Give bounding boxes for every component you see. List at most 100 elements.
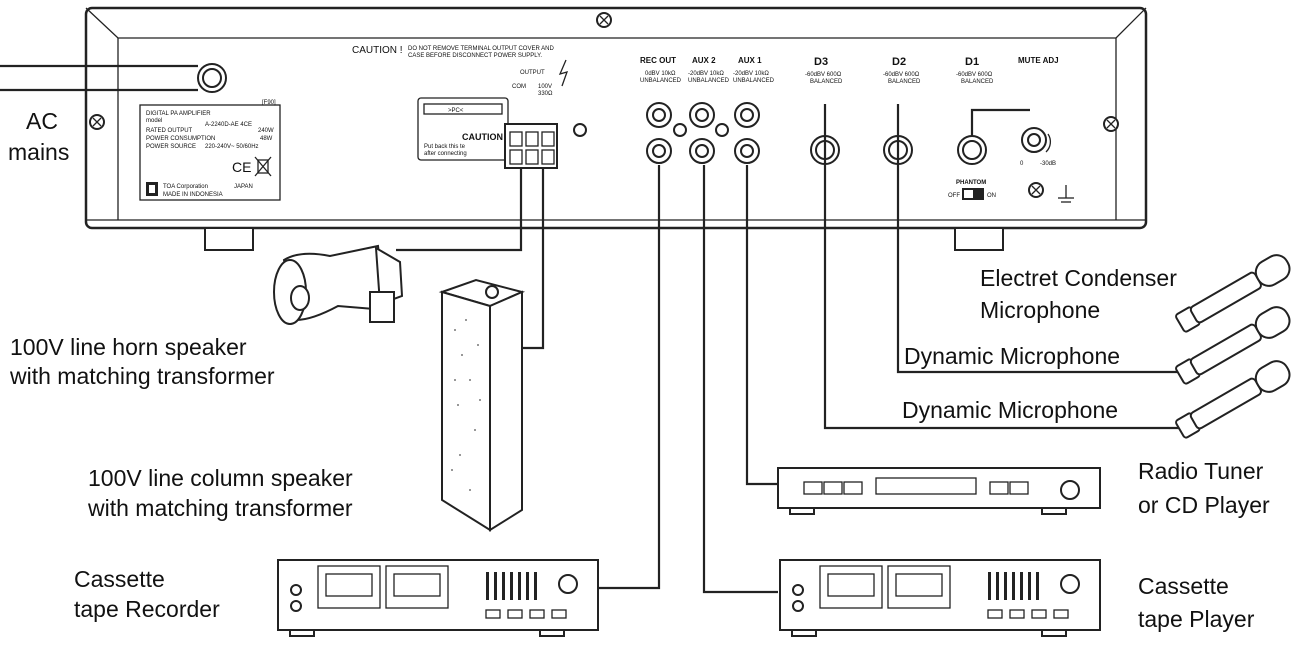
recorder-label-2: tape Recorder [74,596,220,622]
ac-power-cable [0,63,227,93]
screw-icon [673,123,687,137]
nameplate-source: 220-240V~ 50/60Hz [205,144,259,150]
d1-spec: -60dBV 600Ω [956,72,993,78]
connection-cables [396,104,1180,594]
d1-label: D1 [965,56,979,68]
dynamic-microphone-icon [1175,360,1291,439]
nameplate-code: [F90] [262,100,276,106]
horn-speaker-icon [273,244,404,325]
terminal-cover-note-2: after connecting [424,151,467,157]
dynamic-label-1: Dynamic Microphone [904,343,1120,369]
nameplate-country: JAPAN [234,184,253,190]
aux2-label: AUX 2 [692,56,716,65]
screw-icon [1028,182,1044,198]
column-speaker-icon [438,278,526,532]
nameplate-consumption: 48W [260,136,273,142]
amp-foot-left [204,227,254,251]
nameplate-maker: TOA Corporation [163,184,208,190]
ac-mains-label-1: AC [26,108,58,134]
player-label-2: tape Player [1138,606,1255,632]
aux1-spec2: UNBALANCED [733,78,775,84]
output-label: OUTPUT [520,70,545,76]
d3-spec2: BALANCED [810,79,843,85]
aux1-jack-l[interactable] [734,102,760,128]
column-label-2: with matching transformer [87,495,353,521]
recorder-label-1: Cassette [74,566,165,592]
output-100v-label: 100V [538,84,552,90]
terminal-cover-caution: CAUTION [462,132,503,142]
output-com-label: COM [512,84,526,90]
terminal-cover-pc: >PC< [448,108,464,114]
terminal-cover-note-1: Put back this te [424,144,466,150]
aux1-spec: -20dBV 10kΩ [733,71,769,77]
screw-icon [89,114,105,130]
aux2-jack-l[interactable] [689,102,715,128]
nameplate-consumption-label: POWER CONSUMPTION [146,136,215,142]
electret-label-1: Electret Condenser [980,265,1177,291]
electret-microphone-icon [1175,254,1291,333]
mute-adj-label: MUTE ADJ [1018,56,1059,65]
d1-spec2: BALANCED [961,79,994,85]
nameplate-model: A-2240D-AE 4CE [205,122,252,128]
ce-mark: CE [232,159,251,175]
mute-adj-knob[interactable] [1021,127,1052,153]
nameplate-made-in: MADE IN INDONESIA [163,192,223,198]
nameplate-line1: DIGITAL PA AMPLIFIER [146,111,211,117]
weee-bin-icon [254,156,272,177]
horn-label-2: with matching transformer [9,363,275,389]
nameplate: DIGITAL PA AMPLIFIER [F90] model A-2240D… [139,100,281,201]
rec-out-spec2: UNBALANCED [640,78,682,84]
d2-spec2: BALANCED [888,79,921,85]
screw-icon [1103,116,1119,132]
d2-spec: -60dBV 600Ω [883,72,920,78]
caution-note-1: DO NOT REMOVE TERMINAL OUTPUT COVER AND [408,46,554,52]
cassette-recorder-icon [277,559,599,637]
dynamic-label-2: Dynamic Microphone [902,397,1118,423]
ground-icon [1058,185,1074,203]
nameplate-rated: 240W [258,128,274,134]
cassette-player-icon [779,559,1101,637]
tuner-icon [777,467,1101,515]
nameplate-source-label: POWER SOURCE [146,144,196,150]
mute-30: -30dB [1040,161,1056,167]
d3-label: D3 [814,56,828,68]
screw-icon [573,123,587,137]
d1-jack[interactable] [957,135,987,165]
d2-label: D2 [892,56,906,68]
amplifier-rear-panel [84,6,1148,251]
mute-0: 0 [1020,161,1024,167]
nameplate-rated-label: RATED OUTPUT [146,128,193,134]
d3-spec: -60dBV 600Ω [805,72,842,78]
rec-out-jack-r[interactable] [646,138,672,164]
column-label-1: 100V line column speaker [88,465,353,491]
tuner-label-1: Radio Tuner [1138,458,1264,484]
rec-out-jack-l[interactable] [646,102,672,128]
player-label-1: Cassette [1138,573,1229,599]
rec-out-spec: 0dBV 10kΩ [645,71,676,77]
aux1-jack-r[interactable] [734,138,760,164]
caution-note-2: CASE BEFORE DISCONNECT POWER SUPPLY. [408,53,542,59]
output-ohm-label: 330Ω [538,91,553,97]
horn-label-1: 100V line horn speaker [10,334,247,360]
dynamic-microphone-icon [1175,306,1291,385]
aux1-label: AUX 1 [738,56,762,65]
phantom-label: PHANTOM [956,180,986,186]
toa-logo-icon [146,182,158,196]
aux2-jack-r[interactable] [689,138,715,164]
aux2-spec: -20dBV 10kΩ [688,71,724,77]
caution-title: CAUTION ! [352,45,403,56]
phantom-off: OFF [948,193,960,199]
nameplate-line2: model [146,118,162,124]
electret-label-2: Microphone [980,297,1100,323]
rca-jacks: REC OUT 0dBV 10kΩ UNBALANCED AUX 2 -20dB… [640,56,775,164]
phantom-on: ON [987,193,996,199]
amp-foot-right [954,227,1004,251]
screw-icon [596,12,612,28]
lightning-warning-icon [558,59,569,87]
output-terminal-block: OUTPUT COM 100V 330Ω >PC< CAUTION Put ba… [417,59,569,169]
tuner-label-2: or CD Player [1138,492,1270,518]
ac-mains-label-2: mains [8,139,69,165]
rec-out-label: REC OUT [640,56,676,65]
aux2-spec2: UNBALANCED [688,78,730,84]
